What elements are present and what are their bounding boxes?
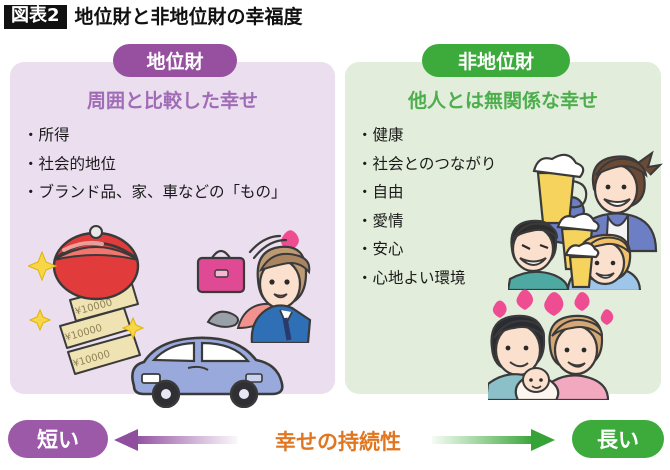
- family-with-baby-and-hearts-illustration: [488, 289, 614, 400]
- scale-label-long: 長い: [572, 420, 664, 458]
- list-item: ・社会的地位: [23, 154, 117, 173]
- list-item: ・愛情: [357, 211, 404, 230]
- hearts-group: [492, 289, 614, 325]
- badge-status-goods: 地位財: [113, 44, 237, 77]
- page-title-bar: 図表2 地位財と非地位財の幸福度: [0, 0, 670, 34]
- list-item: ・心地よい環境: [357, 268, 466, 287]
- badge-nonstatus-goods: 非地位財: [422, 44, 570, 77]
- list-item: ・健康: [357, 126, 404, 144]
- list-item: ・自由: [357, 183, 404, 201]
- arrow-right-icon: [432, 429, 555, 451]
- list-item: ・安心: [357, 240, 404, 258]
- blue-car-illustration: [131, 336, 284, 408]
- heading-status-goods: 周囲と比較した幸せ: [86, 90, 258, 112]
- heading-nonstatus-goods: 他人とは無関係な幸せ: [407, 90, 598, 112]
- scale-center-label: 幸せの持続性: [275, 430, 401, 454]
- list-item: ・所得: [23, 126, 70, 144]
- arrow-left-icon: [114, 429, 237, 451]
- woman-with-handbag-and-shoes-illustration: [196, 230, 312, 343]
- list-status-goods: ・所得 ・社会的地位 ・ブランド品、家、車などの「もの」: [23, 126, 287, 214]
- friends-toasting-beer-illustration: [508, 150, 663, 290]
- scale-label-short: 短い: [8, 420, 108, 458]
- coin-purse-with-banknotes-illustration: ¥10000 ¥10000 ¥10000: [28, 225, 145, 375]
- list-item: ・社会とのつながり: [357, 154, 497, 173]
- page-title: 地位財と非地位財の幸福度: [74, 5, 303, 28]
- happiness-duration-scale: 短い 幸せの持続性 長い: [0, 408, 670, 470]
- list-nonstatus-goods: ・健康 ・社会とのつながり ・自由 ・愛情 ・安心 ・心地よい環境: [357, 126, 497, 299]
- figure-number-tag: 図表2: [4, 5, 67, 29]
- list-item: ・ブランド品、家、車などの「もの」: [23, 183, 287, 201]
